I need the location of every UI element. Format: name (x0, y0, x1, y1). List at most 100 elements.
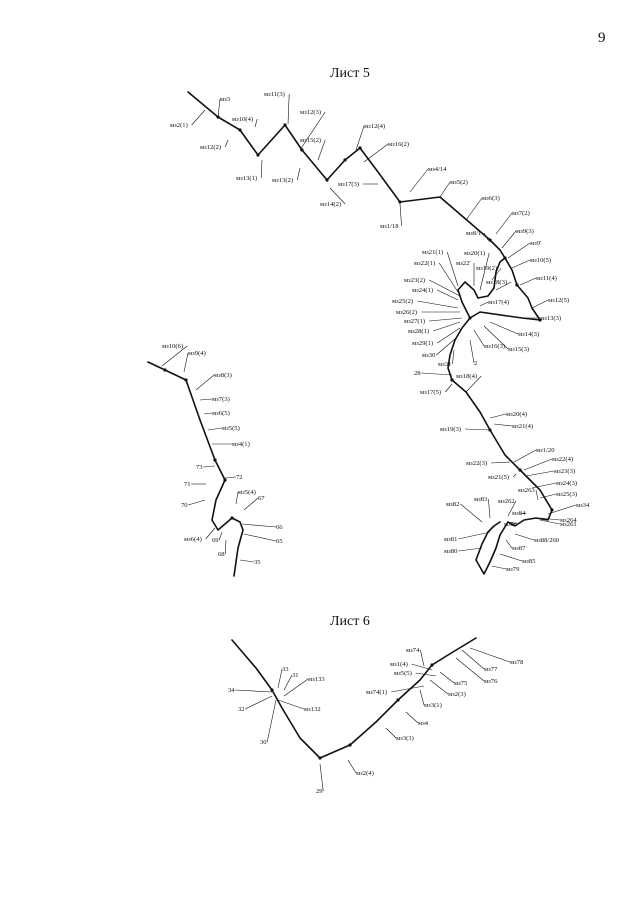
point-label: мз9' (530, 240, 541, 247)
leader-line (519, 277, 537, 286)
point-label: мз261 (560, 521, 577, 528)
leader-line (235, 491, 239, 505)
point-label: мз6(5) (212, 410, 230, 417)
leader-line (465, 197, 483, 221)
point-label: мз28(1) (408, 328, 429, 335)
leader-line (420, 649, 425, 667)
leader-line (473, 329, 485, 347)
sheet-6-title: Лист 6 (330, 614, 370, 629)
leader-line (283, 678, 309, 697)
point-label: мз74(1) (366, 689, 387, 696)
point-label: мз264 (560, 517, 577, 524)
point-label: мз82 (446, 501, 459, 508)
point-label: 32 (238, 706, 245, 713)
leader-line (329, 187, 346, 205)
leader-line (347, 759, 357, 774)
leader-line (409, 168, 429, 193)
sheet-6-boundary (231, 637, 477, 759)
leader-line (523, 458, 553, 471)
point-label: мз19(3) (440, 426, 461, 433)
point-label: мз79 (506, 566, 520, 573)
point-label: мз24(3) (556, 480, 577, 487)
leader-line (501, 230, 517, 249)
point-label: мз17(5) (420, 389, 441, 396)
point-label: мз9(4) (188, 350, 206, 357)
point-label: мз3 (220, 96, 231, 103)
leader-line (183, 352, 189, 373)
leader-line (277, 699, 305, 710)
leader-line (439, 181, 451, 198)
point-label: мз5(5) (222, 425, 240, 432)
point-label: мз21(4) (512, 423, 533, 430)
leader-line (439, 671, 455, 684)
point-label: мз11(3) (264, 91, 285, 98)
point-label: мз13(1) (236, 175, 257, 182)
point-label: мз12(4) (364, 123, 385, 130)
point-label: 71 (184, 481, 191, 488)
point-label: мз10(5) (530, 257, 551, 264)
leader-line (224, 139, 229, 148)
point-label: 69 (212, 537, 219, 544)
leader-line (429, 279, 461, 297)
point-label: мз17(4) (488, 299, 509, 306)
survey-labels: мз2(1)мз3мз10(4)мз12(2)мз13(1)мз11(3)мз1… (161, 91, 590, 795)
leader-line (483, 232, 489, 241)
point-label: мз22(4) (552, 456, 573, 463)
leader-line (203, 412, 213, 415)
point-label: 65 (276, 538, 283, 545)
point-label: мз5(4) (238, 489, 256, 496)
leader-line (205, 527, 216, 540)
point-label: мз27(1) (404, 318, 425, 325)
point-label: мз80 (444, 548, 458, 555)
leader-line (505, 539, 513, 549)
point-label: мз13(2) (272, 177, 293, 184)
leader-line (217, 98, 221, 118)
leader-line (277, 668, 283, 689)
point-label: мз23(3) (554, 468, 575, 475)
leader-line (507, 521, 519, 525)
leader-line (512, 473, 517, 478)
sheet-5-left-branch (147, 361, 244, 577)
node-markers (163, 115, 554, 760)
leader-line (511, 259, 531, 269)
point-label: мз8(3) (214, 372, 232, 379)
point-label: мз78 (510, 659, 524, 666)
point-label: мз6(4) (184, 536, 202, 543)
leader-line (260, 159, 263, 179)
point-label: мз23(2) (404, 277, 425, 284)
sheet-5-boundary-upper (187, 91, 553, 511)
leader-line (469, 647, 511, 663)
leader-line (385, 727, 397, 739)
point-label: мз88/260 (534, 537, 560, 544)
point-label: мз3(3) (396, 735, 414, 742)
leader-line (433, 321, 461, 332)
point-label: 72 (236, 474, 243, 481)
leader-line (188, 499, 206, 506)
leader-line (547, 504, 577, 515)
leader-line (460, 503, 483, 523)
point-label: мз12(2) (200, 144, 221, 151)
point-label: 33 (282, 666, 289, 673)
point-label: мз14(2) (320, 201, 341, 208)
point-label: мз15(2) (300, 137, 321, 144)
leader-line (254, 118, 258, 128)
point-label: 73 (196, 464, 203, 471)
point-label: мз5(5) (394, 670, 412, 677)
point-label: мз24(1) (412, 287, 433, 294)
point-label: мз1/20 (536, 447, 555, 454)
point-label: 28 (414, 370, 421, 377)
leader-line (195, 374, 215, 391)
point-label: мз85 (522, 558, 536, 565)
leader-line (415, 672, 437, 677)
point-label: мз81 (444, 536, 457, 543)
point-label: 35 (254, 559, 261, 566)
leader-line (525, 470, 555, 477)
point-label: мз7(3) (212, 396, 230, 403)
point-label: мз25(2) (392, 298, 413, 305)
point-label: мз15(3) (508, 346, 529, 353)
point-label: мз86 (504, 521, 518, 528)
point-label: мз77 (484, 666, 498, 673)
point-label: 2 (474, 360, 477, 367)
leader-line (446, 251, 459, 287)
